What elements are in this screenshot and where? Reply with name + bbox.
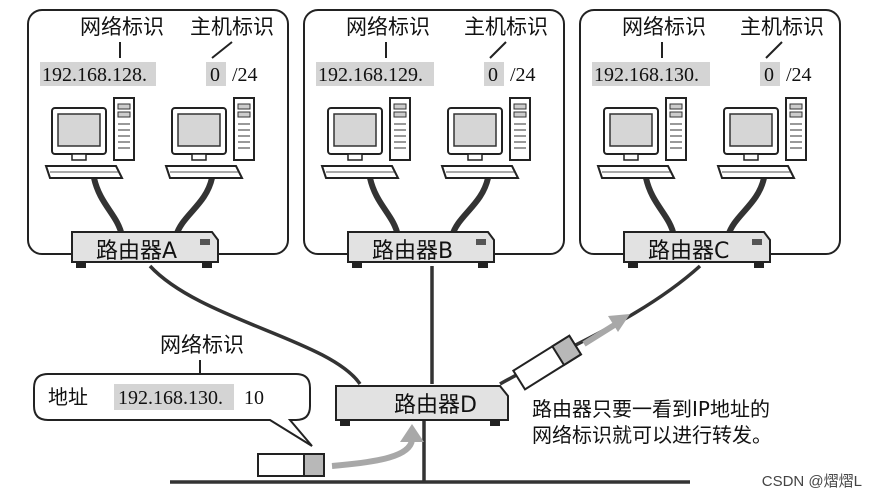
bubble-network-id-label: 网络标识 [160, 333, 244, 357]
host-part: 0 [764, 64, 774, 86]
note-line-2: 网络标识就可以进行转发。 [532, 423, 772, 447]
network-id-label: 网络标识 [346, 15, 430, 39]
prefix: /24 [510, 64, 536, 86]
network-c-labels: 网络标识 主机标识 192.168.130. 0 /24 [592, 15, 824, 86]
packet-icon [257, 453, 325, 477]
router-b: 路由器B [347, 231, 495, 269]
router-label: 路由器C [648, 239, 729, 264]
network-b-labels: 网络标识 主机标识 192.168.129. 0 /24 [316, 15, 548, 86]
watermark: CSDN @熠熠L [762, 473, 862, 490]
host-id-label: 主机标识 [464, 15, 548, 39]
network-a-labels: 网络标识 主机标识 192.168.128. 0 /24 [40, 15, 274, 86]
network-id-label: 网络标识 [80, 15, 164, 39]
router-d: 路由器D [335, 385, 509, 426]
network-part: 192.168.129. [318, 64, 423, 86]
pc-cables [91, 177, 767, 238]
router-label: 路由器D [394, 393, 477, 418]
note-line-1: 路由器只要一看到IP地址的 [532, 397, 770, 421]
host-id-label: 主机标识 [190, 15, 274, 39]
network-part: 192.168.128. [42, 64, 147, 86]
address-label: 地址 [48, 385, 88, 409]
router-a: 路由器A [71, 231, 219, 269]
host-id-label: 主机标识 [740, 15, 824, 39]
arrow-icon [331, 424, 424, 469]
address-bubble: 网络标识 地址 192.168.130. 10 [33, 333, 313, 447]
router-label: 路由器A [96, 239, 177, 264]
host-part: 0 [210, 64, 220, 86]
packet-icon [511, 334, 583, 391]
router-c: 路由器C [623, 231, 771, 269]
network-id-label: 网络标识 [622, 15, 706, 39]
network-part: 192.168.130. [594, 64, 699, 86]
bubble-host-part: 10 [244, 387, 264, 409]
arrow-icon [582, 314, 630, 347]
prefix: /24 [786, 64, 812, 86]
host-part: 0 [488, 64, 498, 86]
prefix: /24 [232, 64, 258, 86]
bubble-network-part: 192.168.130. [118, 387, 223, 409]
router-label: 路由器B [372, 239, 453, 264]
